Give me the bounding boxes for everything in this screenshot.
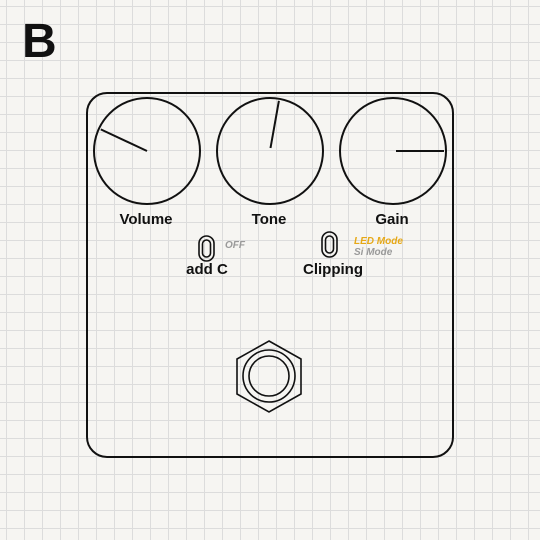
add-c-toggle-body — [198, 235, 215, 262]
knob-volume-pointer — [100, 128, 148, 152]
add-c-state-label: OFF — [225, 240, 246, 251]
clipping-option-si: Si Mode — [354, 247, 393, 258]
knob-volume[interactable]: Volume — [93, 97, 201, 228]
footswitch-hex-nut — [236, 340, 302, 413]
clipping-toggle-body — [321, 231, 338, 258]
clipping-option-led: LED Mode — [354, 236, 403, 247]
clipping-toggle[interactable]: LED Mode Si Mode Clipping — [303, 231, 403, 278]
panel-letter: B — [22, 15, 57, 68]
knob-tone[interactable]: Tone — [216, 97, 324, 228]
add-c-toggle[interactable]: OFF add C — [186, 235, 246, 278]
footswitch-inner-ring — [248, 355, 290, 397]
pedal-enclosure — [86, 92, 454, 458]
knob-tone-pointer — [269, 100, 280, 149]
clipping-label: Clipping — [303, 261, 363, 278]
clipping-toggle-lever — [324, 235, 335, 254]
add-c-toggle-lever — [201, 239, 212, 258]
knob-volume-label: Volume — [119, 211, 172, 228]
knob-gain-label: Gain — [375, 211, 408, 228]
add-c-label: add C — [186, 261, 228, 278]
footswitch[interactable] — [236, 340, 302, 413]
footswitch-outer-ring — [242, 349, 296, 403]
knob-tone-label: Tone — [252, 211, 287, 228]
knob-gain[interactable]: Gain — [339, 97, 447, 228]
